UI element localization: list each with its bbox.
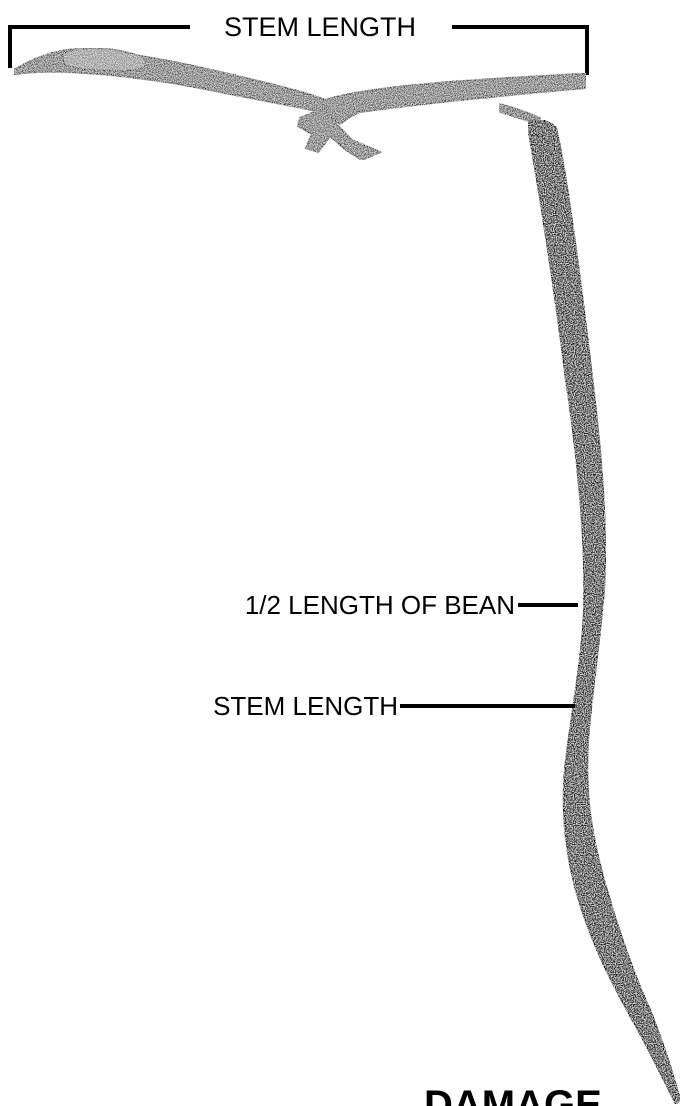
stem-length-label: STEM LENGTH xyxy=(213,691,398,721)
bean-pod xyxy=(528,120,680,1104)
half-bean-label: 1/2 LENGTH OF BEAN xyxy=(245,590,515,620)
bean-stem-stalk xyxy=(14,48,586,160)
bracket-right-arm xyxy=(452,27,587,75)
stem-length-callout: STEM LENGTH xyxy=(213,691,575,721)
top-stem-length-label: STEM LENGTH xyxy=(224,12,416,42)
stalk-leaf-tip xyxy=(62,48,146,71)
bottom-cutoff-heading: DAMAGE xyxy=(424,1083,602,1106)
half-bean-callout: 1/2 LENGTH OF BEAN xyxy=(245,590,578,620)
bean-pod-shape xyxy=(528,120,680,1104)
